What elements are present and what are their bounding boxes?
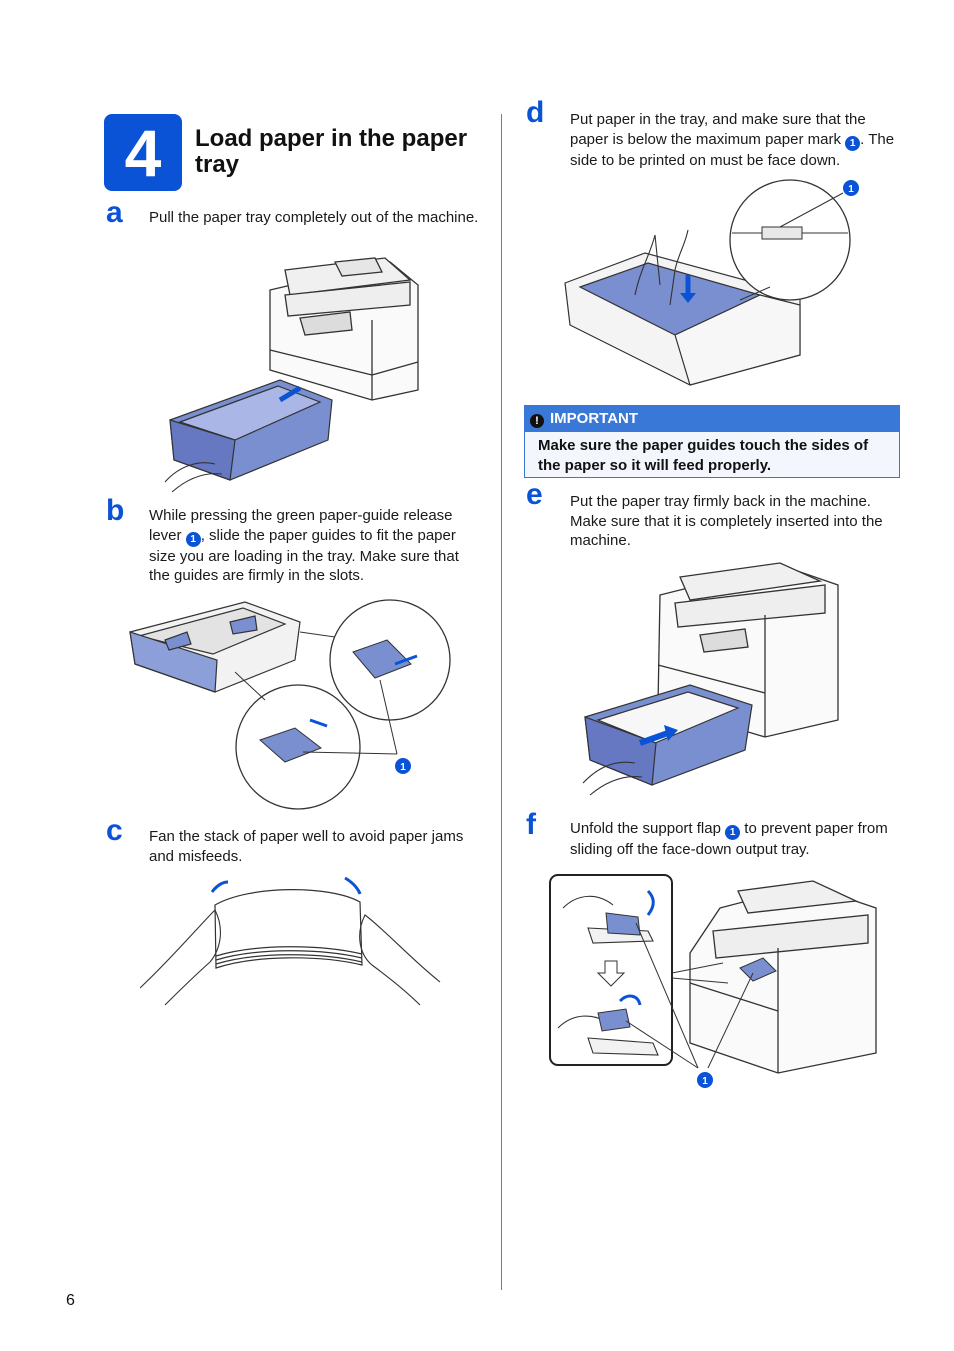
callout-1-marker-f: 1	[725, 825, 741, 840]
step-f-text-pre: Unfold the support flap	[570, 820, 721, 837]
column-divider	[501, 114, 502, 1290]
important-label: IMPORTANT	[550, 410, 639, 427]
step-letter-b: b	[106, 494, 125, 527]
step-b-text-pre: While pressing the green paper-guide rel…	[149, 507, 453, 544]
callout-1-marker-d: 1	[845, 135, 861, 151]
callout-1-label: 1	[400, 762, 406, 773]
step-b-text-post: , slide the paper guides to fit the pape…	[149, 526, 459, 585]
warning-icon: !	[530, 414, 544, 428]
step-d-text-pre: Put paper in the tray, and make sure tha…	[570, 111, 866, 148]
insert-tray-illustration	[582, 562, 839, 796]
step-f-text-post: to prevent paper from sliding off the fa…	[570, 820, 888, 858]
step-letter-e: e	[526, 478, 543, 511]
step-c-text: Fan the stack of paper well to avoid pap…	[149, 828, 464, 865]
page-title: Load paper in the paper tray	[195, 125, 468, 178]
important-text: Make sure the paper guides touch the sid…	[538, 437, 869, 474]
important-header: ! IMPORTANT	[524, 405, 900, 432]
step-f-text: Unfold the support flap 1 to prevent pap…	[570, 819, 900, 860]
callout-1-label-f: 1	[702, 1076, 708, 1087]
step-number: 4	[124, 115, 162, 190]
support-flap-illustration: 1	[549, 874, 877, 1088]
step-letter-a: a	[106, 196, 123, 229]
paper-guides-illustration: 1	[129, 599, 451, 810]
step-number-badge: 4	[104, 114, 182, 191]
printer-tray-out-illustration	[164, 257, 419, 493]
step-e-text: Put the paper tray firmly back in the ma…	[570, 493, 883, 549]
important-box	[524, 432, 900, 478]
step-d-text-post: . The side to be printed on must be face…	[570, 130, 895, 169]
step-d-text: Put paper in the tray, and make sure tha…	[570, 110, 900, 170]
fanning-paper-illustration	[140, 876, 441, 1006]
step-a-text: Pull the paper tray completely out of th…	[149, 209, 479, 226]
page-number: 6	[66, 1292, 75, 1309]
step-letter-d: d	[526, 96, 545, 129]
paper-in-tray-illustration: 1	[564, 179, 859, 386]
callout-1-label-d: 1	[848, 184, 854, 195]
step-letter-f: f	[526, 808, 536, 841]
step-letter-c: c	[106, 814, 123, 847]
step-b-text: While pressing the green paper-guide rel…	[149, 506, 483, 586]
callout-1-marker: 1	[185, 531, 201, 547]
